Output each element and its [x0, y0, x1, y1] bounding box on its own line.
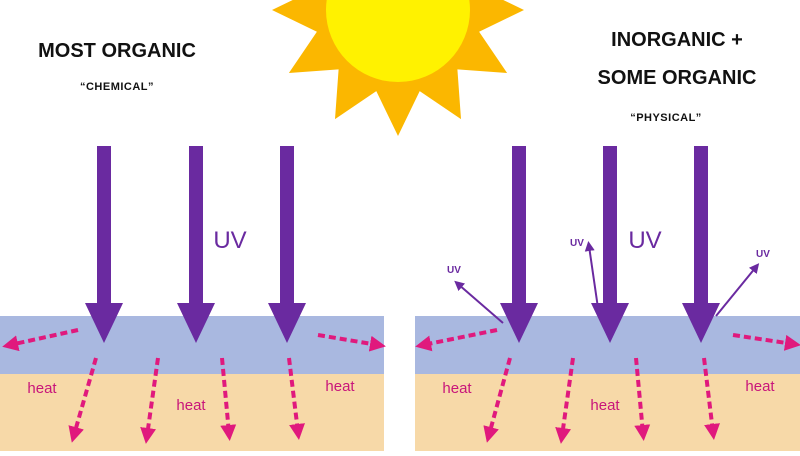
uv-arrow [268, 146, 306, 343]
uv-arrow [591, 146, 629, 343]
heat-arrow [220, 357, 237, 441]
reflected-uv-arrow [454, 280, 504, 324]
heat-label: heat [590, 397, 620, 414]
left-title: MOST ORGANIC [38, 40, 196, 62]
uv-arrow [500, 146, 538, 343]
right-heat-arrows [415, 328, 800, 444]
heat-label: heat [745, 378, 775, 395]
sun-icon [272, 0, 524, 136]
right-skin-layer [415, 374, 800, 451]
right-subtitle: “PHYSICAL” [630, 112, 702, 124]
right-uv-label: UV [628, 227, 661, 254]
heat-arrow [483, 357, 512, 443]
heat-arrow [317, 333, 386, 352]
heat-arrow [2, 328, 79, 352]
heat-arrow [555, 357, 575, 444]
uv-arrow [177, 146, 215, 343]
heat-arrow [68, 357, 98, 443]
heat-label: heat [176, 397, 206, 414]
heat-arrow [732, 333, 800, 351]
heat-arrow [702, 357, 720, 440]
heat-label: heat [325, 378, 355, 395]
reflected-uv-arrow [715, 263, 760, 317]
left-uv-arrows [85, 146, 306, 343]
reflected-uv-arrow [584, 241, 599, 309]
heat-arrow [634, 357, 651, 441]
right-title-line2: SOME ORGANIC [598, 67, 757, 89]
small-uv-label: UV [570, 238, 584, 249]
heat-arrow [415, 328, 498, 352]
reflected-uv-arrows [454, 241, 760, 324]
small-uv-label: UV [447, 265, 461, 276]
heat-arrow [287, 357, 305, 440]
left-heat-arrows [2, 328, 386, 444]
small-uv-label: UV [756, 249, 770, 260]
uv-arrow [682, 146, 720, 343]
heat-label: heat [442, 380, 472, 397]
right-title-line1: INORGANIC + [611, 29, 743, 51]
heat-arrow [140, 357, 160, 444]
right-uv-arrows [500, 146, 720, 343]
heat-label: heat [27, 380, 57, 397]
uv-arrow [85, 146, 123, 343]
left-skin-layer [0, 374, 384, 451]
left-uv-label: UV [213, 227, 246, 254]
left-subtitle: “CHEMICAL” [80, 81, 154, 93]
